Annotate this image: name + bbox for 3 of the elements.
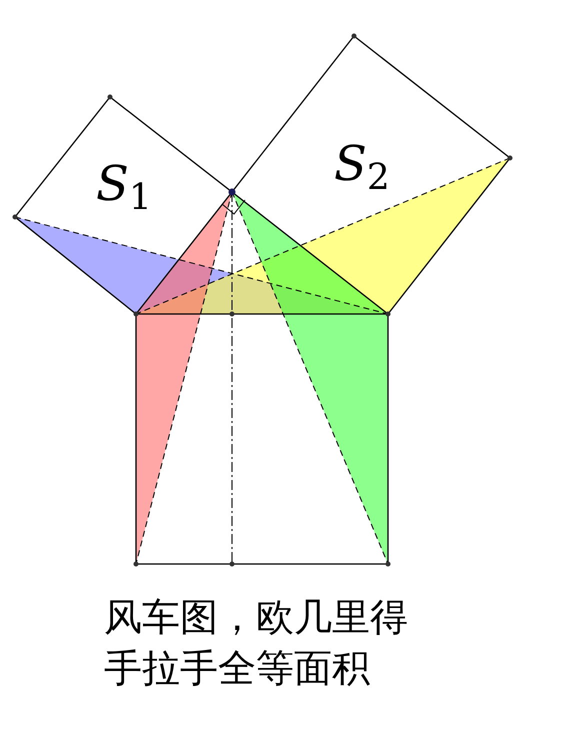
area-label: S$_{2}$ (334, 140, 390, 188)
area-label: S$_{1}$ (96, 160, 152, 208)
caption: 风车图，欧几里得手拉手全等面积 (104, 594, 409, 692)
